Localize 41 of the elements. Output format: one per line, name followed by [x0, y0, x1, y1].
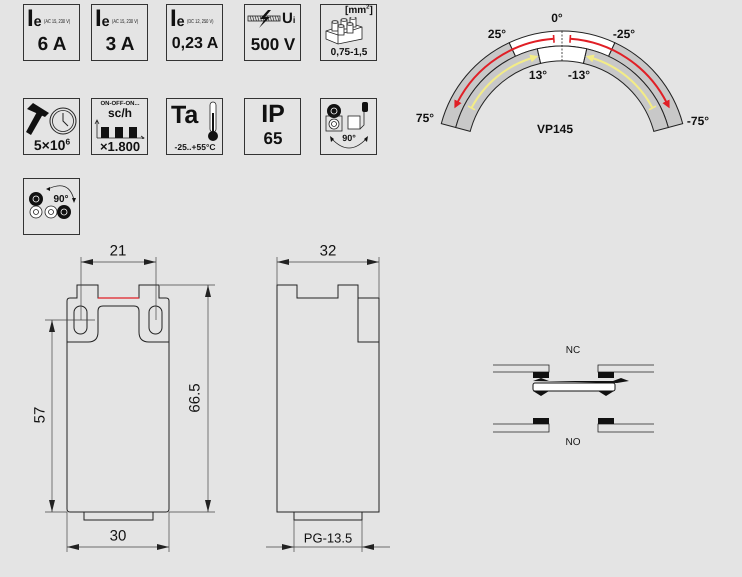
angle-text: 90°: [53, 195, 69, 205]
current-value: 6 A: [38, 35, 66, 54]
protection-code: IP: [261, 102, 285, 127]
rate-value: ×1.800: [100, 140, 140, 153]
angle-label: 25°: [488, 28, 506, 40]
contact-label: NC: [566, 346, 580, 356]
angle-text: 90°: [342, 134, 356, 143]
dimension-value: 30: [110, 528, 126, 544]
dimension-value: 21: [110, 244, 126, 258]
unit-text: [mm$^{2}$]: [345, 6, 373, 16]
spec-tile: [23, 4, 80, 61]
dimension-value: 66.5: [188, 383, 202, 413]
temperature-symbol: Ta: [171, 103, 198, 128]
contact-label: NO: [566, 438, 580, 448]
spec-tile: [244, 4, 301, 61]
spec-tile: [91, 98, 148, 155]
angle-label: 75°: [416, 112, 434, 124]
dimension-value: 57: [32, 406, 48, 424]
dimension-value: 32: [320, 244, 336, 258]
spec-tile: [166, 98, 223, 155]
rate-unit: sc/h: [108, 107, 132, 119]
spec-tile: [23, 178, 80, 235]
current-value: 3 A: [106, 35, 134, 54]
angle-label: 0°: [551, 12, 563, 24]
spec-tile: [91, 4, 148, 61]
current-value: 0,23 A: [172, 36, 218, 52]
voltage-value: 500 V: [250, 36, 296, 53]
model-label: VP145: [536, 123, 574, 135]
temperature-range: -25..+55°C: [174, 143, 216, 152]
spec-tile: [244, 98, 301, 155]
spec-tile: [320, 4, 377, 61]
protection-value: 65: [264, 130, 282, 147]
angle-label: -75°: [686, 115, 710, 127]
cross-section-value: 0,75-1,5: [330, 48, 368, 58]
spec-tile: [166, 4, 223, 61]
spec-tile: [23, 98, 80, 155]
angle-label: 13°: [528, 69, 548, 81]
dimension-value: PG-13.5: [304, 532, 352, 544]
angle-label: -25°: [612, 28, 636, 40]
lifetime-value: 5×10$^{6}$: [34, 138, 70, 152]
angle-label: -13°: [568, 69, 590, 81]
